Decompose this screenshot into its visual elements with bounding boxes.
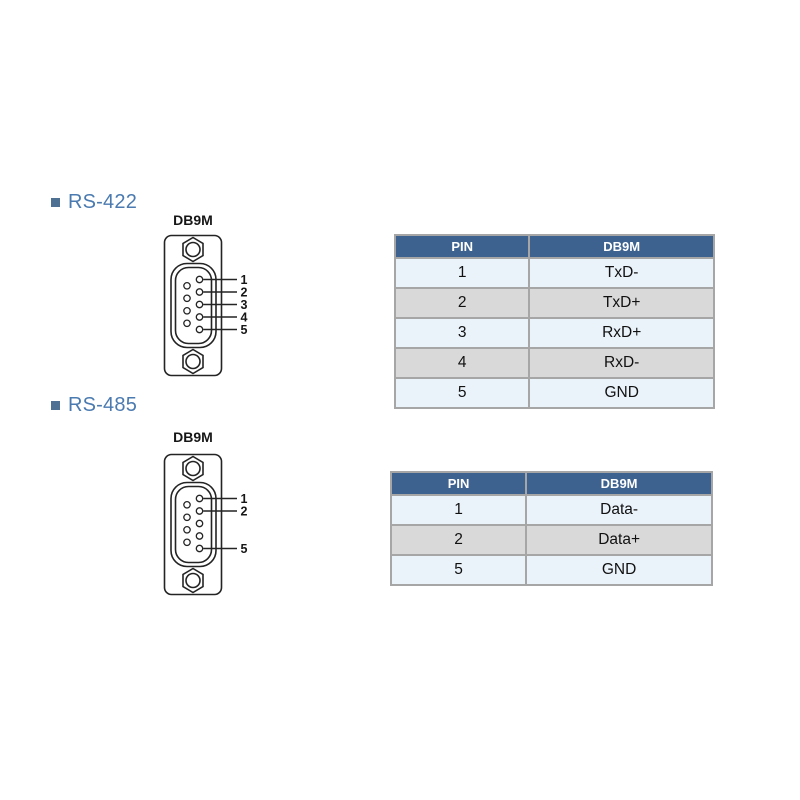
table-header-row: PIN DB9M — [389, 471, 713, 496]
screw-bottom-circle — [185, 572, 201, 589]
square-bullet-icon — [51, 197, 60, 207]
db9m-connector-diagram-rs485: 1 2 5 — [163, 453, 248, 596]
pin-label: 4 — [241, 310, 248, 324]
db9m-connector-diagram-rs422: 1 2 3 4 5 — [163, 234, 248, 377]
pin-dot-4 — [195, 313, 204, 321]
pin-cell: 5 — [389, 554, 528, 586]
pin-table-rs422: PIN DB9M 1 TxD- 2 TxD+ 3 RxD+ 4 RxD- 5 — [393, 234, 715, 409]
signal-cell: GND — [528, 377, 715, 409]
pin-dot-5 — [195, 544, 204, 553]
connector-title: DB9M — [173, 429, 213, 445]
screw-top-circle — [185, 241, 201, 258]
pin-dot-4 — [195, 532, 204, 540]
pin-dot-1 — [195, 494, 204, 503]
table-row: 4 RxD- — [393, 347, 715, 379]
pin-dot-3 — [195, 300, 204, 309]
pin-column-header: PIN — [389, 471, 528, 496]
screw-bottom-circle — [185, 353, 201, 370]
pin-label: 1 — [241, 492, 248, 506]
screw-top-circle — [185, 460, 201, 477]
pin-dot-8 — [183, 306, 191, 315]
pin-dot-1 — [195, 275, 204, 284]
table-row: 5 GND — [389, 554, 713, 586]
pin-dot-3 — [195, 519, 204, 528]
signal-cell: TxD+ — [528, 287, 715, 319]
pin-label: 3 — [241, 298, 248, 312]
pin-cell: 1 — [389, 494, 528, 526]
pin-label: 5 — [241, 323, 248, 337]
signal-cell: TxD- — [528, 257, 715, 289]
pin-dot-2 — [195, 288, 204, 296]
pin-dot-2 — [195, 507, 204, 515]
pin-cell: 4 — [393, 347, 531, 379]
pin-dot-8 — [183, 525, 191, 534]
square-bullet-icon — [51, 400, 60, 410]
pin-cell: 3 — [393, 317, 531, 349]
pin-column-header: PIN — [393, 234, 531, 259]
pin-dot-7 — [183, 294, 191, 303]
pin-label: 2 — [241, 504, 248, 518]
pin-label: 1 — [241, 273, 248, 287]
pin-table-rs485: PIN DB9M 1 Data- 2 Data+ 5 GND — [389, 471, 713, 586]
section-title: RS-485 — [68, 393, 138, 416]
signal-cell: GND — [525, 554, 713, 586]
pin-dot-9 — [183, 538, 191, 547]
db9m-column-header: DB9M — [525, 471, 713, 496]
section-title: RS-422 — [68, 190, 138, 213]
signal-cell: RxD- — [528, 347, 715, 379]
pin-cell: 5 — [393, 377, 531, 409]
pin-cell: 1 — [393, 257, 531, 289]
pin-dot-6 — [183, 500, 191, 509]
table-header-row: PIN DB9M — [393, 234, 715, 259]
pin-dot-7 — [183, 513, 191, 522]
pin-label: 2 — [241, 285, 248, 299]
pin-cell: 2 — [389, 524, 528, 556]
pin-label: 5 — [241, 542, 248, 556]
signal-cell: Data+ — [525, 524, 713, 556]
pin-dot-9 — [183, 319, 191, 328]
pin-dot-6 — [183, 281, 191, 290]
table-row: 3 RxD+ — [393, 317, 715, 349]
table-row: 2 Data+ — [389, 524, 713, 556]
section-heading-rs485: RS-485 — [51, 394, 137, 416]
signal-cell: Data- — [525, 494, 713, 526]
section-heading-rs422: RS-422 — [51, 191, 137, 213]
pin-dot-5 — [195, 325, 204, 334]
db9m-column-header: DB9M — [528, 234, 715, 259]
table-row: 1 TxD- — [393, 257, 715, 289]
table-row: 5 GND — [393, 377, 715, 409]
signal-cell: RxD+ — [528, 317, 715, 349]
pin-cell: 2 — [393, 287, 531, 319]
table-row: 1 Data- — [389, 494, 713, 526]
table-row: 2 TxD+ — [393, 287, 715, 319]
connector-title: DB9M — [173, 212, 213, 228]
